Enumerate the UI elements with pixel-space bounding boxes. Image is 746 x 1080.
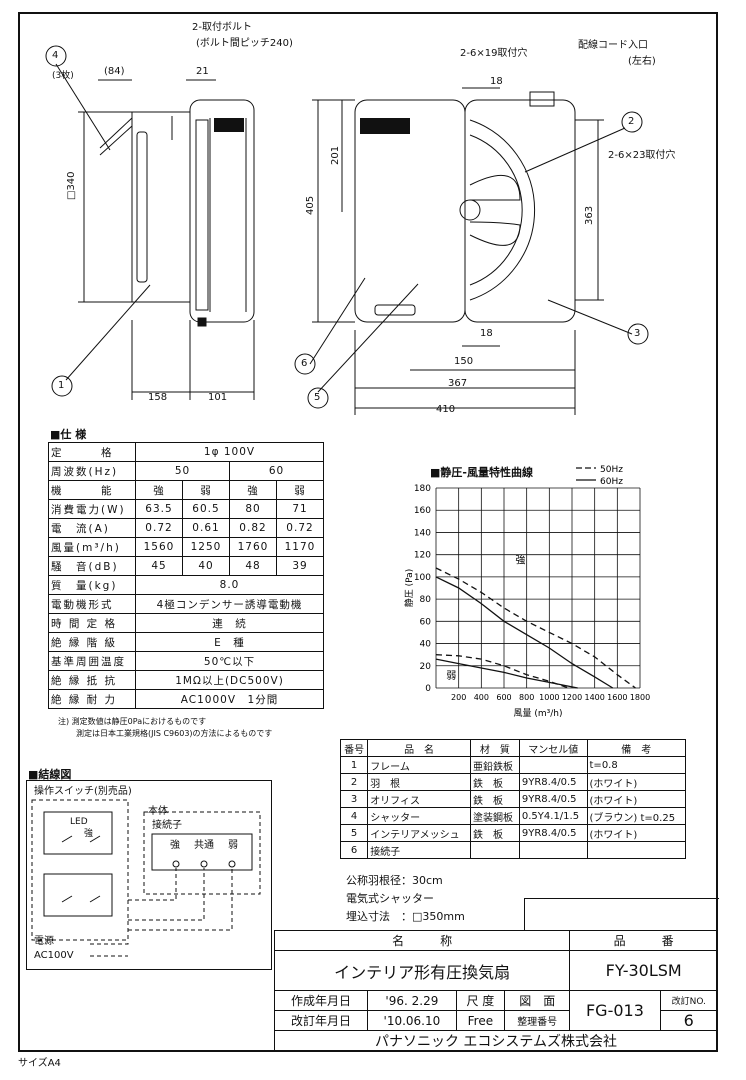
switch-label: 操作スイッチ(別売品) — [34, 786, 132, 797]
dim-18-bottom: 18 — [480, 328, 493, 339]
power-label: 電源 — [34, 936, 54, 947]
company-name: パナソニック エコシステムズ株式会社 — [274, 1030, 718, 1052]
cord-inlet-label: 配線コード入口 — [578, 40, 648, 51]
callout-2: 2 — [628, 116, 635, 127]
leader-4 — [55, 63, 111, 151]
terminal-common: 共通 — [194, 840, 214, 851]
terminal-label: 接続子 — [152, 820, 182, 831]
dim-367: 367 — [448, 378, 468, 389]
blade-diameter: 公称羽根径：30cm — [346, 874, 443, 887]
title-block-top — [524, 898, 719, 931]
product-no: FY-30LSM — [569, 950, 718, 991]
callout-4: 4 — [52, 50, 59, 61]
side-handle — [136, 131, 148, 283]
led-label: LED — [70, 817, 88, 827]
wiring-box — [26, 780, 272, 970]
body-label: 本体 — [148, 806, 168, 817]
drawing-no: FG-013 — [569, 990, 661, 1031]
paper-size: サイズA4 — [18, 1058, 61, 1069]
side-flange — [195, 119, 209, 311]
dim-21: 21 — [196, 66, 209, 77]
foot — [197, 317, 207, 327]
leader-1 — [65, 284, 151, 381]
cord-side-label: (左右) — [628, 56, 656, 67]
leader-6 — [309, 277, 366, 365]
parts-header-row: 番号品 名 材 質マンセル値 備 考 — [339, 739, 687, 757]
holes-19-label: 2-6×19取付穴 — [460, 48, 528, 59]
bolt-pitch-label: (ボルト間ピッチ240) — [196, 38, 293, 49]
spec-row: 時 間 定 格連 続 — [48, 613, 324, 633]
dim-84: (84) — [104, 66, 125, 77]
blade-2 — [469, 221, 521, 246]
dim-101: 101 — [208, 392, 228, 403]
orifice-outer — [469, 119, 536, 301]
wiring-heading: ■結線図 — [28, 768, 72, 781]
shutter-type: 電気式シャッター — [346, 892, 434, 905]
spec-note-2: 測定は日本工業規格(JIS C9603)の方法によるものです — [76, 729, 273, 738]
terminal-strong: 強 — [170, 840, 180, 851]
mechanical-drawing — [45, 45, 649, 415]
dim-18-top: 18 — [490, 76, 503, 87]
callout-6: 6 — [301, 358, 308, 369]
orifice-inner — [469, 134, 523, 286]
switch-strong-label: 強 — [84, 829, 94, 839]
opening-size: 埋込寸法 ：□350mm — [346, 910, 465, 923]
product-no-label: 品 番 — [569, 930, 718, 951]
callout-3: 3 — [634, 328, 641, 339]
ref-label: 整理番号 — [504, 1010, 571, 1031]
scale-value: Free — [455, 1010, 506, 1031]
product-name: インテリア形有圧換気扇 — [273, 950, 571, 991]
bolt-label: 2-取付ボルト — [192, 22, 252, 33]
title-block: 名 称 品 番 インテリア形有圧換気扇 FY-30LSM 作成年月日 '96. … — [273, 930, 719, 1052]
leader-5 — [317, 283, 419, 393]
voltage-label: AC100V — [34, 950, 74, 961]
dim-158: 158 — [148, 392, 168, 403]
grille-hatch — [214, 118, 244, 132]
front-body — [464, 99, 576, 323]
three-pcs-label: (3枚) — [52, 71, 74, 81]
revised-date: '10.06.10 — [367, 1010, 457, 1031]
spec-heading: ■仕 様 — [50, 428, 87, 441]
spec-row: 機 能強弱強弱 — [48, 480, 324, 500]
dim-410: 410 — [436, 404, 456, 415]
holes-23-label: 2-6×23取付穴 — [608, 150, 676, 161]
dim-150: 150 — [454, 356, 474, 367]
leader-3 — [547, 299, 633, 335]
side-body — [189, 99, 255, 323]
rev-no: 6 — [659, 1010, 719, 1031]
revised-label: 改訂年月日 — [273, 1010, 369, 1031]
scale-label: 尺 度 — [455, 990, 506, 1011]
chart-title: ■静圧-風量特性曲線 — [430, 466, 533, 479]
rev-label: 改訂NO. — [659, 990, 719, 1011]
leader-2 — [524, 127, 626, 173]
created-date: '96. 2.29 — [367, 990, 457, 1011]
terminal-weak: 弱 — [228, 840, 238, 851]
callout-5: 5 — [314, 392, 321, 403]
name-label: 名 称 — [273, 930, 571, 951]
callout-1: 1 — [58, 380, 65, 391]
spec-note-1: 注) 測定数値は静圧0Paにおけるものです — [58, 717, 207, 726]
cord-inlet — [529, 91, 555, 107]
created-label: 作成年月日 — [273, 990, 369, 1011]
drawing-label: 図 面 — [504, 990, 571, 1011]
blade-1 — [469, 174, 521, 201]
